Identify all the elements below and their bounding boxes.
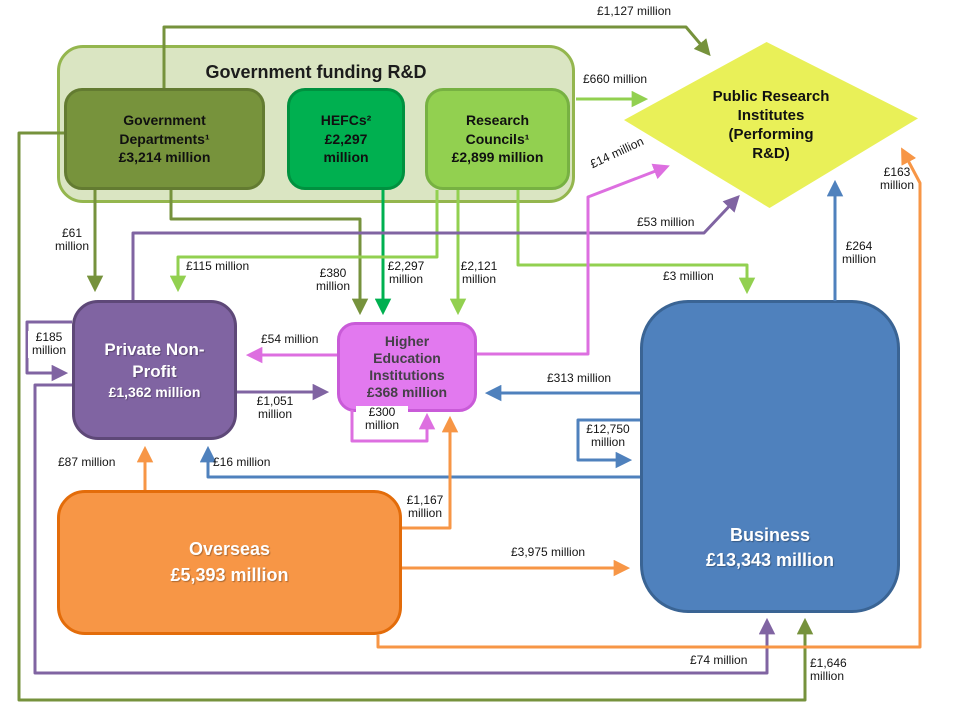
flow-264-label: £264 million xyxy=(841,239,876,267)
flow-87-label: £87 million xyxy=(58,455,116,469)
flow-54-label: £54 million xyxy=(261,332,319,346)
research-councils-amount: £2,899 million xyxy=(451,149,544,166)
flow-1051-label: £1,051 million xyxy=(256,394,294,422)
business-name: Business xyxy=(729,525,811,546)
flow-16-arrow xyxy=(199,445,640,479)
flow-380-label: £380 million xyxy=(315,266,350,294)
public-research-institutes-name: Public Research Institutes (Performing R… xyxy=(712,87,830,163)
node-government-departments: Government Departments¹ £3,214 million xyxy=(64,88,265,190)
flow-115-label: £115 million xyxy=(186,259,250,273)
hefcs-name: HEFCs² xyxy=(320,111,372,128)
node-overseas: Overseas £5,393 million xyxy=(57,490,402,635)
flow-313-label: £313 million xyxy=(547,371,612,385)
flow-163-label: £163 million xyxy=(879,165,914,193)
node-research-councils: Research Councils¹ £2,899 million xyxy=(425,88,570,190)
flow-12750-label: £12,750 million xyxy=(580,422,636,450)
flow-3-label: £3 million xyxy=(663,269,714,283)
business-amount: £13,343 million xyxy=(705,549,835,570)
flow-1127-label: £1,127 million xyxy=(597,4,672,18)
flow-61-label: £61 million xyxy=(54,226,89,254)
flow-53-label: £53 million xyxy=(637,215,695,229)
private-non-profit-amount: £1,362 million xyxy=(108,384,201,400)
flow-53-arrow xyxy=(131,194,740,300)
flow-74-label: £74 million xyxy=(690,653,748,667)
node-private-non-profit: Private Non-Profit £1,362 million xyxy=(72,300,237,440)
overseas-amount: £5,393 million xyxy=(170,564,289,585)
private-non-profit-name: Private Non-Profit xyxy=(104,339,205,381)
flow-1646-label: £1,646 million xyxy=(810,656,847,684)
government-funding-title: Government funding R&D xyxy=(205,62,427,82)
higher-education-name: Higher Education Institutions xyxy=(369,332,445,383)
flow-185-label: £185 million xyxy=(28,330,70,358)
flow-3975-label: £3,975 million xyxy=(511,545,586,559)
higher-education-amount: £368 million xyxy=(366,384,448,401)
flow-300-label: £300 million xyxy=(356,405,408,433)
flow-2297-label: £2,297 million xyxy=(387,259,425,287)
flow-14-label: £14 million xyxy=(587,134,646,172)
government-departments-amount: £3,214 million xyxy=(118,149,211,166)
research-councils-name: Research Councils¹ xyxy=(465,111,530,147)
node-hefcs: HEFCs² £2,297 million xyxy=(287,88,405,190)
overseas-name: Overseas xyxy=(188,539,271,560)
flow-1167-label: £1,167 million xyxy=(406,493,444,521)
government-departments-name: Government Departments¹ xyxy=(119,111,210,147)
flow-16-label: £16 million xyxy=(213,455,271,469)
flow-2121-label: £2,121 million xyxy=(460,259,498,287)
hefcs-amount: £2,297 million xyxy=(323,130,369,166)
node-higher-education-institutions: Higher Education Institutions £368 milli… xyxy=(337,322,477,412)
node-business: Business £13,343 million xyxy=(640,300,900,613)
flow-660-label: £660 million xyxy=(583,72,648,86)
